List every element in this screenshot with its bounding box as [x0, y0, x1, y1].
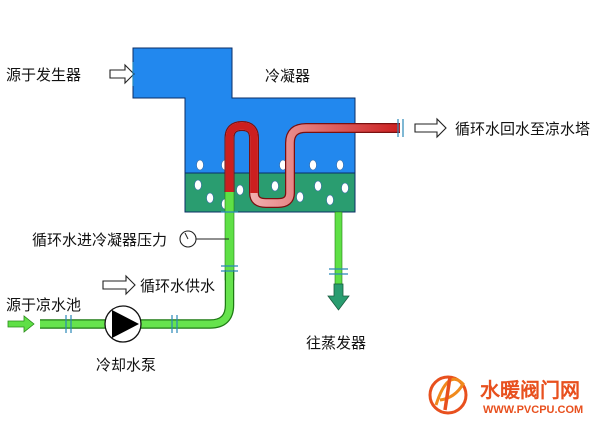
- watermark-url: WWW.PVCPU.COM: [483, 404, 583, 416]
- arrow-icon: [7, 315, 35, 333]
- label-pump: 冷却水泵: [96, 356, 156, 374]
- arrow-icon: [327, 283, 350, 311]
- label-from-pool: 源于凉水池: [6, 296, 81, 314]
- label-condenser: 冷凝器: [265, 67, 310, 85]
- arrow-icon: [414, 117, 447, 139]
- evaporator-pipe: [334, 211, 343, 285]
- logo-icon: [428, 375, 468, 415]
- label-return-to-tower: 循环水回水至凉水塔: [455, 120, 590, 138]
- supply-pipe-fittings: [65, 211, 238, 333]
- arrow-icon: [109, 63, 135, 85]
- pump-icon: [104, 305, 142, 343]
- label-from-generator: 源于发生器: [6, 66, 81, 84]
- label-to-evaporator: 往蒸发器: [306, 334, 366, 352]
- arrow-icon: [102, 274, 136, 296]
- pressure-gauge-icon: [179, 230, 229, 248]
- return-pipe-fitting: [397, 119, 404, 137]
- label-inlet-pressure: 循环水进冷凝器压力: [32, 231, 167, 249]
- evaporator-pipe-fitting: [329, 268, 348, 275]
- watermark-name: 水暖阀门网: [480, 378, 580, 402]
- label-supply: 循环水供水: [140, 277, 215, 295]
